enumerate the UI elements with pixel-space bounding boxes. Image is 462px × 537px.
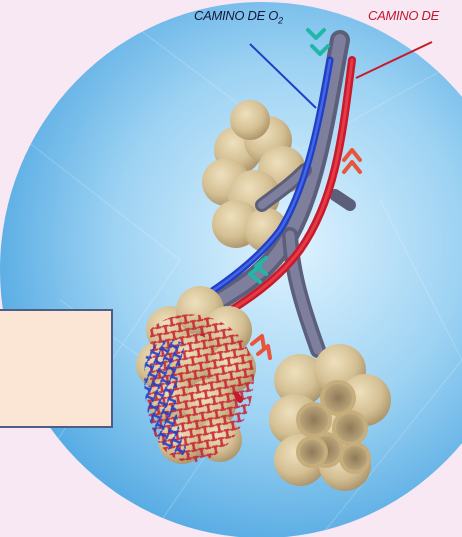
co2-path-label: CAMINO DE <box>368 8 439 23</box>
empty-text-box[interactable] <box>0 309 113 428</box>
o2-subscript: 2 <box>278 16 283 26</box>
o2-path-label: CAMINO DE O2 <box>194 8 283 26</box>
o2-path-text: CAMINO DE O <box>194 8 278 23</box>
